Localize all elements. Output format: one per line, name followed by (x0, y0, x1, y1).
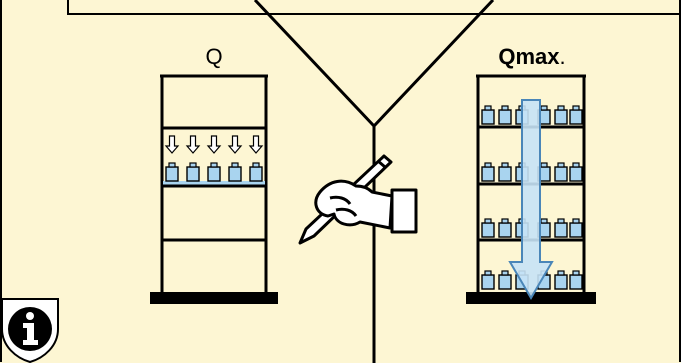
qmax-label-bold: Qmax (498, 44, 560, 69)
qmax-label: Qmax. (498, 44, 565, 69)
left-shelf-base (150, 292, 278, 304)
qmax-label-tail: . (560, 44, 566, 69)
q-label: Q (205, 44, 222, 69)
